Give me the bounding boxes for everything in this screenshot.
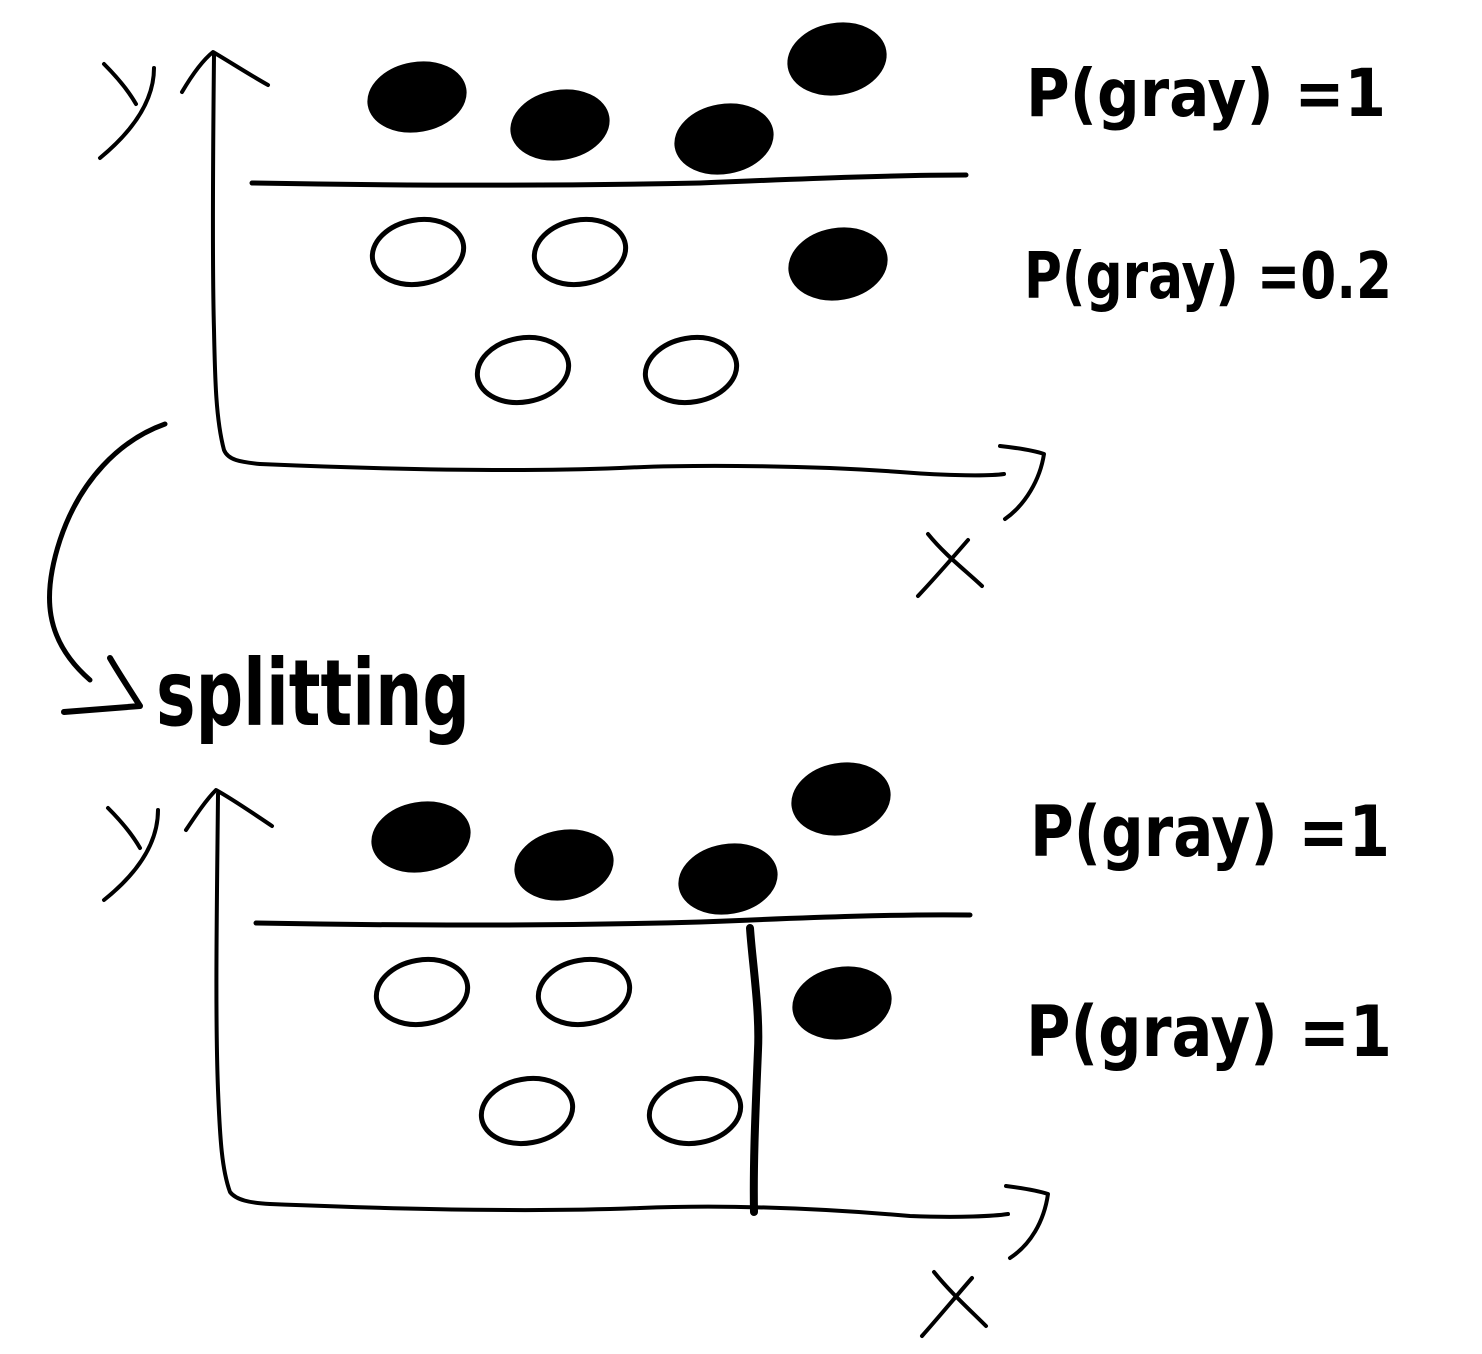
filled-point — [674, 103, 774, 175]
filled-point — [791, 762, 891, 836]
point-group — [371, 762, 892, 1147]
region-probability-label-bottom: P(gray) =1 — [1026, 991, 1392, 1073]
hollow-point — [642, 334, 740, 406]
hollow-point — [474, 334, 572, 406]
y-axis-line — [210, 53, 262, 466]
hollow-point — [478, 1075, 576, 1147]
filled-point — [787, 22, 887, 96]
y-axis-letter-strokes — [102, 806, 160, 902]
curved-transition-arrow — [46, 421, 168, 683]
x-axis-letter-strokes — [916, 532, 984, 598]
panel-before: y x P(gray) =1 P(gray) =0.2 — [98, 22, 1392, 598]
filled-point — [367, 61, 467, 133]
x-axis-arrowhead — [998, 444, 1046, 521]
horizontal-split-line — [253, 912, 973, 928]
hollow-point — [535, 956, 633, 1028]
filled-point — [788, 227, 888, 301]
vertical-split-line — [746, 924, 763, 1216]
filled-point — [510, 89, 610, 161]
y-axis-arrowhead — [184, 788, 274, 832]
panel-after: y x P(gray) =1 P(gray) =1 — [102, 762, 1392, 1338]
x-axis-line — [268, 1202, 1010, 1219]
y-axis-letter-strokes — [98, 62, 156, 160]
hollow-point — [373, 956, 471, 1028]
region-probability-label-top: P(gray) =1 — [1030, 791, 1390, 873]
y-axis-line — [214, 792, 272, 1206]
hollow-point — [531, 216, 629, 288]
point-group — [367, 22, 888, 406]
region-probability-label-top: P(gray) =1 — [1026, 55, 1386, 132]
splitting-label: splitting — [156, 640, 470, 747]
filled-point — [371, 801, 471, 873]
transition-arrowhead — [61, 655, 143, 715]
transition-arrow-group: splitting — [46, 421, 470, 747]
filled-point — [514, 829, 614, 901]
hollow-point — [646, 1075, 744, 1147]
horizontal-split-line — [249, 172, 969, 188]
x-axis-arrowhead — [1004, 1184, 1050, 1260]
region-probability-label-bottom: P(gray) =0.2 — [1024, 240, 1392, 314]
y-axis-arrowhead — [180, 50, 270, 94]
x-axis-line — [258, 462, 1006, 478]
filled-point — [678, 843, 778, 915]
hollow-point — [369, 216, 467, 288]
filled-point — [792, 966, 892, 1040]
x-axis-letter-strokes — [920, 1270, 988, 1338]
